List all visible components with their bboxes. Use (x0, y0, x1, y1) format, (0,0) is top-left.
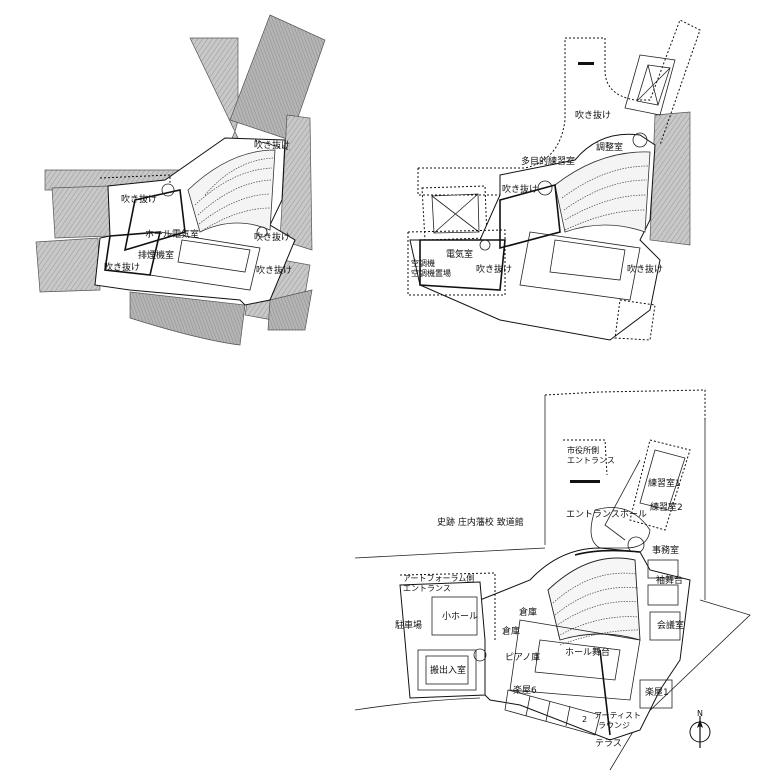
roof-panel-ne (229, 14, 326, 141)
label-city-hall-entrance-1: 市役所側 (567, 445, 599, 455)
plan-top-right: 吹き抜け 多目的練習室 調整室 吹き抜け 吹き抜け 吹き抜け 電気室 空調機 空… (407, 19, 701, 341)
label-parking: 駐車場 (395, 619, 422, 631)
label-dressing-1: 楽屋1 (645, 686, 669, 698)
label-air-unit-line1: 空調機 (411, 258, 435, 268)
label-atrium-w: 吹き抜け (121, 193, 157, 205)
stage-box-right (519, 231, 641, 301)
label-artist-lounge-1: アーティスト (594, 711, 641, 720)
auditorium-seating-bottom (547, 557, 641, 641)
site-boundary (544, 389, 706, 420)
label-exhaust-machine: 排煙機室 (138, 249, 174, 261)
label-atrium-se-right: 吹き抜け (627, 263, 663, 275)
label-practice-2: 練習室2 (650, 501, 683, 513)
label-historic-site: 史跡 庄内藩校 致道館 (437, 516, 524, 528)
label-control-room: 調整室 (596, 141, 623, 153)
label-warehouse-a: 倉庫 (519, 606, 537, 618)
label-atrium-sw: 吹き抜け (104, 261, 140, 273)
label-art-forum-entrance-2: エントランス (403, 584, 451, 593)
label-multipurpose-practice: 多目的練習室 (521, 155, 575, 167)
label-city-hall-entrance-2: エントランス (567, 456, 615, 465)
label-atrium-w-right: 吹き抜け (502, 183, 538, 195)
north-wing-practice (629, 439, 691, 531)
plan-bottom: 市役所側 エントランス 練習室1 練習室2 エントランスホール 史跡 庄内藩校 … (354, 389, 751, 771)
label-practice-1: 練習室1 (648, 477, 681, 489)
label-warehouse-b: 倉庫 (502, 625, 520, 637)
label-art-forum-entrance-1: アートフォーラム側 (403, 573, 474, 583)
label-num-2: 2 (582, 715, 587, 724)
label-electrical-room: 電気室 (446, 248, 473, 260)
small-hall-room (431, 596, 478, 636)
label-atrium-n: 吹き抜け (575, 109, 611, 121)
label-hall-stage: ホール舞台 (565, 646, 610, 658)
roof-panel-west-lower (35, 237, 101, 293)
label-dressing-6: 楽屋6 (513, 684, 537, 696)
label-artist-lounge-2: ラウンジ (598, 721, 630, 730)
loading-room-box (417, 649, 477, 691)
label-side-stage: 袖舞台 (656, 574, 683, 586)
office-box (647, 559, 679, 579)
roof-panel-west-upper (51, 185, 111, 239)
label-office: 事務室 (652, 544, 679, 556)
label-terrace: テラス (595, 738, 622, 749)
label-hall-electrical: ホール電気室 (145, 228, 199, 240)
label-meeting-room: 会議室 (657, 619, 684, 631)
label-air-unit-line2: 空調機置場 (411, 268, 451, 278)
entrance-hall-outline (590, 507, 651, 549)
roof-panel-south (129, 291, 246, 346)
roof-panel-se-small (267, 289, 313, 331)
label-piano-storage: ピアノ庫 (505, 651, 540, 663)
label-loading-room: 搬出入室 (430, 664, 466, 676)
small-hall-block (399, 581, 486, 699)
plan-top-left: 吹き抜け 吹き抜け 吹き抜け 吹き抜け 吹き抜け ホール電気室 排煙機室 (35, 14, 326, 346)
meeting-room-box (649, 611, 681, 641)
hall-stage-outline (509, 619, 641, 701)
north-arrow (689, 716, 711, 748)
label-entrance-hall: エントランスホール (566, 509, 647, 520)
label-atrium-mid-right: 吹き抜け (476, 263, 512, 275)
label-atrium-ne: 吹き抜け (254, 139, 290, 151)
roof-panel-east-right (649, 111, 691, 246)
label-north-mark: N (697, 709, 703, 718)
dressing-1-box (639, 679, 673, 709)
label-atrium-e: 吹き抜け (254, 231, 290, 243)
auditorium-seating-right (554, 151, 651, 233)
outline-north-wing (565, 19, 701, 146)
label-small-hall: 小ホール (442, 611, 478, 622)
label-atrium-se: 吹き抜け (256, 264, 292, 276)
